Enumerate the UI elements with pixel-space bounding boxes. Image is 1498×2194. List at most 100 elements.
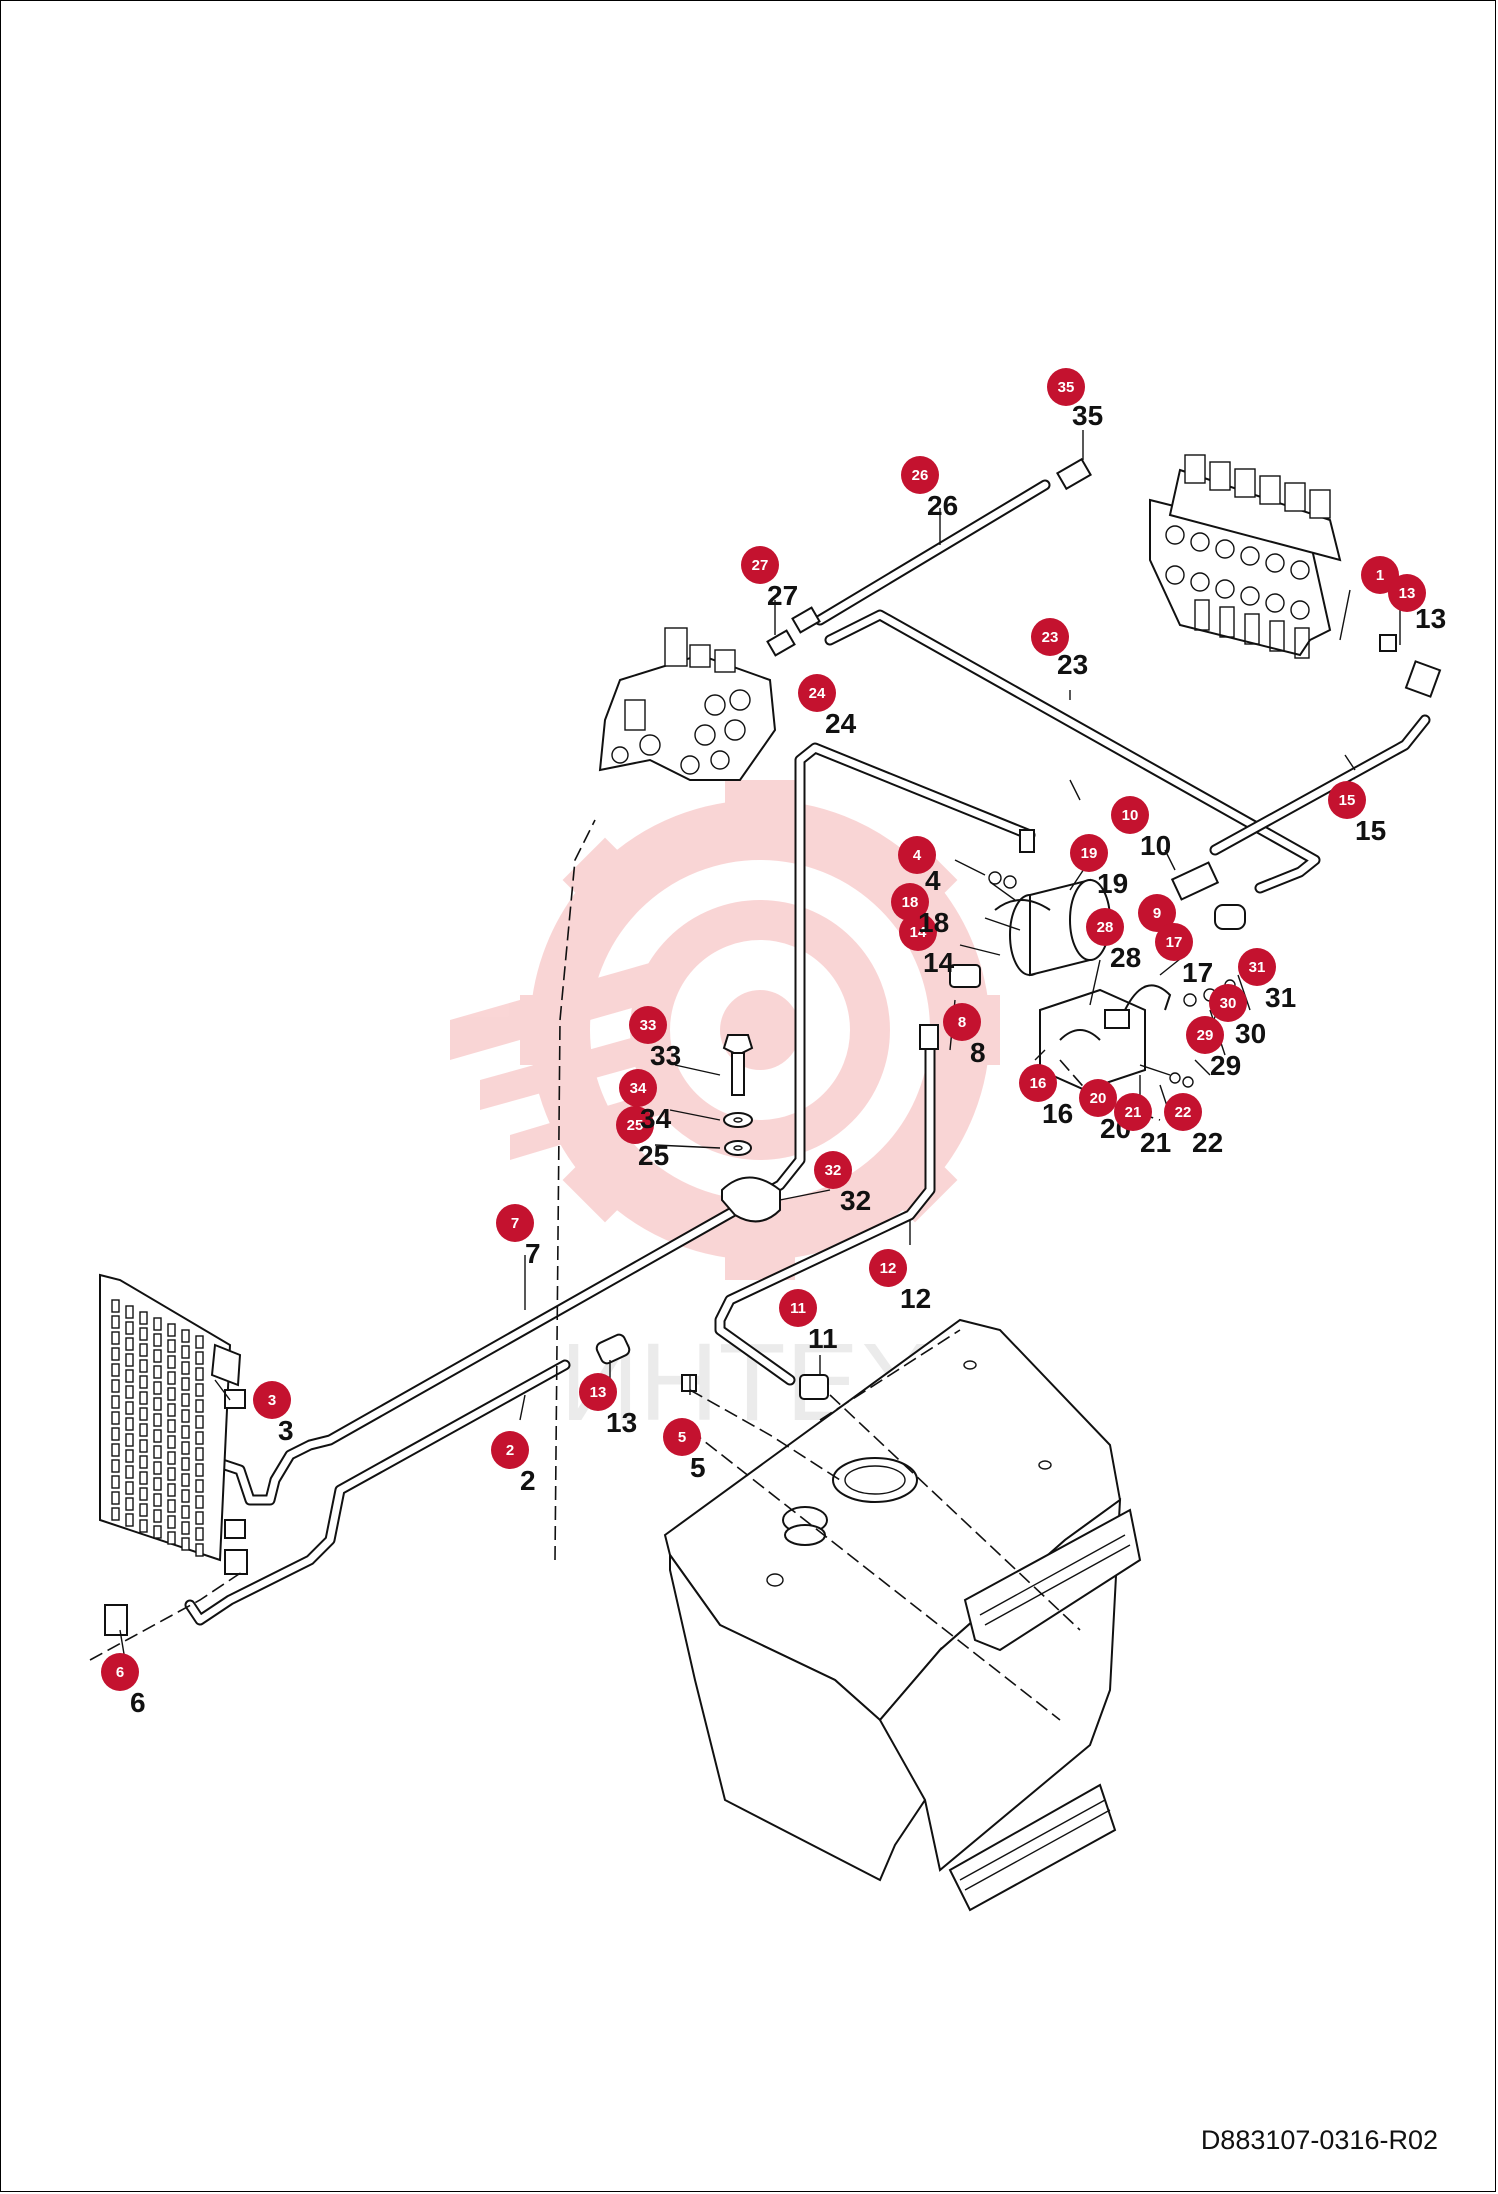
part-number-label: 30 [1235, 1018, 1266, 1049]
part-badge[interactable] [1079, 1079, 1117, 1117]
part-callout-7: 77 [496, 1204, 541, 1269]
part-number-label: 22 [1192, 1127, 1223, 1158]
part-number-label: 34 [640, 1103, 672, 1134]
part-badge[interactable] [1031, 618, 1069, 656]
part-badge[interactable] [629, 1006, 667, 1044]
part-number-label: 13 [1415, 603, 1446, 634]
part-number-label: 3 [278, 1415, 294, 1446]
part-number-label: 32 [840, 1185, 871, 1216]
part-badge[interactable] [616, 1106, 654, 1144]
part-number-label: 8 [970, 1037, 986, 1068]
part-badge-number: 21 [1125, 1104, 1142, 1121]
part-badge[interactable] [1155, 923, 1193, 961]
part-number-label: 10 [1140, 830, 1171, 861]
part-badge-number: 3 [268, 1392, 276, 1409]
part-badge[interactable] [101, 1653, 139, 1691]
part-badge[interactable] [579, 1373, 617, 1411]
part-badge-number: 14 [910, 924, 927, 941]
part-number-label: 26 [927, 490, 958, 521]
part-badge[interactable] [1138, 894, 1176, 932]
part-badge[interactable] [496, 1204, 534, 1242]
part-badge[interactable] [1209, 984, 1247, 1022]
part-badge[interactable] [1070, 834, 1108, 872]
part-badge-number: 33 [640, 1017, 657, 1034]
part-badge[interactable] [1186, 1016, 1224, 1054]
main-control-valve [1149, 454, 1342, 659]
part-badge-number: 13 [1399, 585, 1416, 602]
part-badge[interactable] [1164, 1093, 1202, 1131]
part-number-label: 11 [808, 1323, 838, 1354]
part-badge[interactable] [899, 913, 937, 951]
part-badge-number: 29 [1197, 1027, 1214, 1044]
part-badge[interactable] [891, 883, 929, 921]
part-number-label: 31 [1265, 982, 1296, 1013]
part-callout-1: 1 [1361, 556, 1399, 594]
part-badge[interactable] [779, 1289, 817, 1327]
part-badge[interactable] [1086, 908, 1124, 946]
part-callout-2: 22 [491, 1431, 536, 1496]
part-number-label: 18 [918, 907, 949, 938]
part-badge[interactable] [663, 1418, 701, 1456]
part-number-label: 29 [1210, 1050, 1241, 1081]
part-badge[interactable] [943, 1003, 981, 1041]
drawing-number: D883107-0316-R02 [1200, 2125, 1438, 2155]
hydraulic-pipes [184, 479, 1431, 1626]
part-badge[interactable] [1238, 948, 1276, 986]
part-badge[interactable] [619, 1069, 657, 1107]
part-badge-number: 25 [627, 1117, 644, 1134]
part-badge-number: 1 [1376, 567, 1384, 584]
part-badge-number: 19 [1081, 845, 1098, 862]
part-labels: 1223344556677889101011111212131313131414… [101, 368, 1446, 1718]
part-badge[interactable] [741, 546, 779, 584]
part-badge-number: 32 [825, 1162, 842, 1179]
part-callout-9: 9 [1138, 894, 1176, 932]
part-number-label: 24 [825, 708, 857, 739]
part-badge[interactable] [1114, 1093, 1152, 1131]
part-badge[interactable] [253, 1381, 291, 1419]
part-number-label: 27 [767, 580, 798, 611]
part-badge-number: 5 [678, 1429, 686, 1446]
part-badge-number: 26 [912, 467, 929, 484]
part-badge-number: 22 [1175, 1104, 1192, 1121]
part-number-label: 6 [130, 1687, 146, 1718]
part-badge[interactable] [898, 836, 936, 874]
part-badge[interactable] [491, 1431, 529, 1469]
part-badge-number: 9 [1153, 905, 1161, 922]
part-badge[interactable] [1328, 781, 1366, 819]
part-number-label: 28 [1110, 942, 1141, 973]
part-badge-number: 7 [511, 1215, 519, 1232]
part-badge[interactable] [869, 1249, 907, 1287]
part-badge[interactable] [901, 456, 939, 494]
part-badge[interactable] [1047, 368, 1085, 406]
part-badge[interactable] [1388, 574, 1426, 612]
part-badge[interactable] [1111, 796, 1149, 834]
part-badge[interactable] [1019, 1064, 1057, 1102]
part-number-label: 2 [520, 1465, 536, 1496]
part-callout-5: 55 [663, 1418, 706, 1483]
part-badge[interactable] [798, 674, 836, 712]
part-badge[interactable] [814, 1151, 852, 1189]
part-badge[interactable] [1361, 556, 1399, 594]
part-number-label: 5 [690, 1452, 706, 1483]
part-callout-6: 66 [101, 1653, 146, 1718]
part-number-label: 17 [1182, 957, 1213, 988]
part-badge-number: 4 [913, 847, 922, 864]
part-badge-number: 20 [1090, 1090, 1107, 1107]
part-number-label: 15 [1355, 815, 1386, 846]
hydraulic-tank [663, 1318, 1142, 1912]
part-badge-number: 16 [1030, 1075, 1047, 1092]
